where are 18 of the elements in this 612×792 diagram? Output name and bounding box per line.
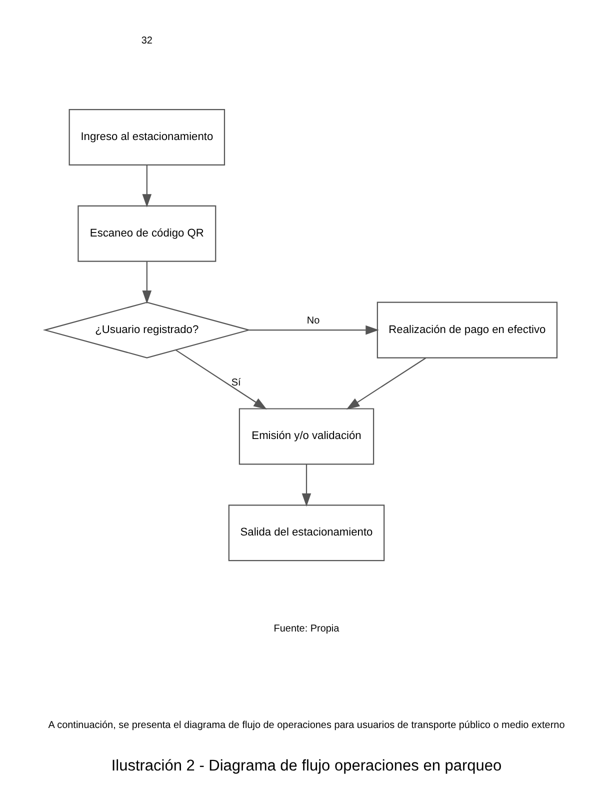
arrow <box>175 350 266 410</box>
arrow <box>346 358 426 410</box>
edge-label: No <box>306 316 320 327</box>
node-box: Escaneo de código QR <box>77 205 216 262</box>
edge-label: Sí <box>230 378 240 389</box>
arrow <box>142 165 152 208</box>
caption: Ilustración 2 - Diagrama de flujo operaciones en parqueo <box>110 757 502 774</box>
node-box: Realización de pago en efectivo <box>376 302 558 358</box>
node-box: Salida del estacionamiento <box>228 504 384 562</box>
arrow <box>142 262 152 304</box>
arrow <box>248 325 378 335</box>
node-diamond: ¿Usuario registrado? <box>42 302 251 358</box>
label: Fuente: Propia <box>273 624 339 635</box>
node-box: Emisión y/o validación <box>238 408 374 465</box>
arrow <box>301 464 311 507</box>
label: A continuación, se presenta el diagrama de flujo de operaciones para usuarios de transporte público o medio externo <box>48 720 564 732</box>
node-box: Ingreso al estacionamiento <box>68 108 225 166</box>
label: 32 <box>140 35 152 46</box>
